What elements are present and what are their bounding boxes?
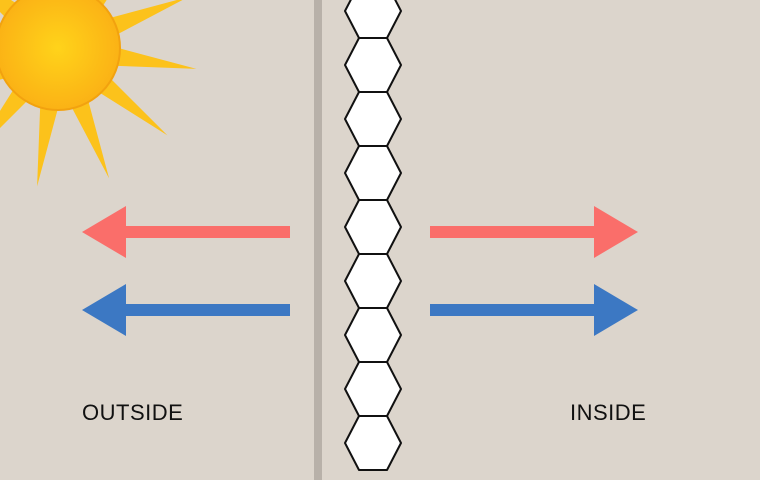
- sun-ray: [37, 103, 59, 187]
- outside-label: OUTSIDE: [82, 400, 184, 425]
- wall-bead: [344, 307, 402, 363]
- divider-line: [314, 0, 322, 480]
- cool-flow-arrow-outside: [82, 284, 290, 336]
- warm-flow-arrow-outside: [82, 206, 290, 258]
- wall-bead: [344, 145, 402, 201]
- sun-ray: [113, 47, 197, 69]
- sun-ray: [107, 0, 183, 36]
- inside-label: INSIDE: [570, 400, 647, 425]
- wall-bead: [344, 361, 402, 417]
- wall-bead: [344, 0, 402, 39]
- hexagon-bead-wall: [344, 0, 402, 471]
- sun-ray: [70, 97, 110, 179]
- wall-bead: [344, 253, 402, 309]
- sun-icon: [0, 0, 197, 187]
- cool-flow-arrow-inside: [430, 284, 638, 336]
- sun-disc: [0, 0, 121, 111]
- sun-ray: [96, 76, 168, 136]
- wall-bead: [344, 199, 402, 255]
- wall-bead: [344, 91, 402, 147]
- wall-bead: [344, 37, 402, 93]
- wall-bead: [344, 415, 402, 471]
- warm-flow-arrow-inside: [430, 206, 638, 258]
